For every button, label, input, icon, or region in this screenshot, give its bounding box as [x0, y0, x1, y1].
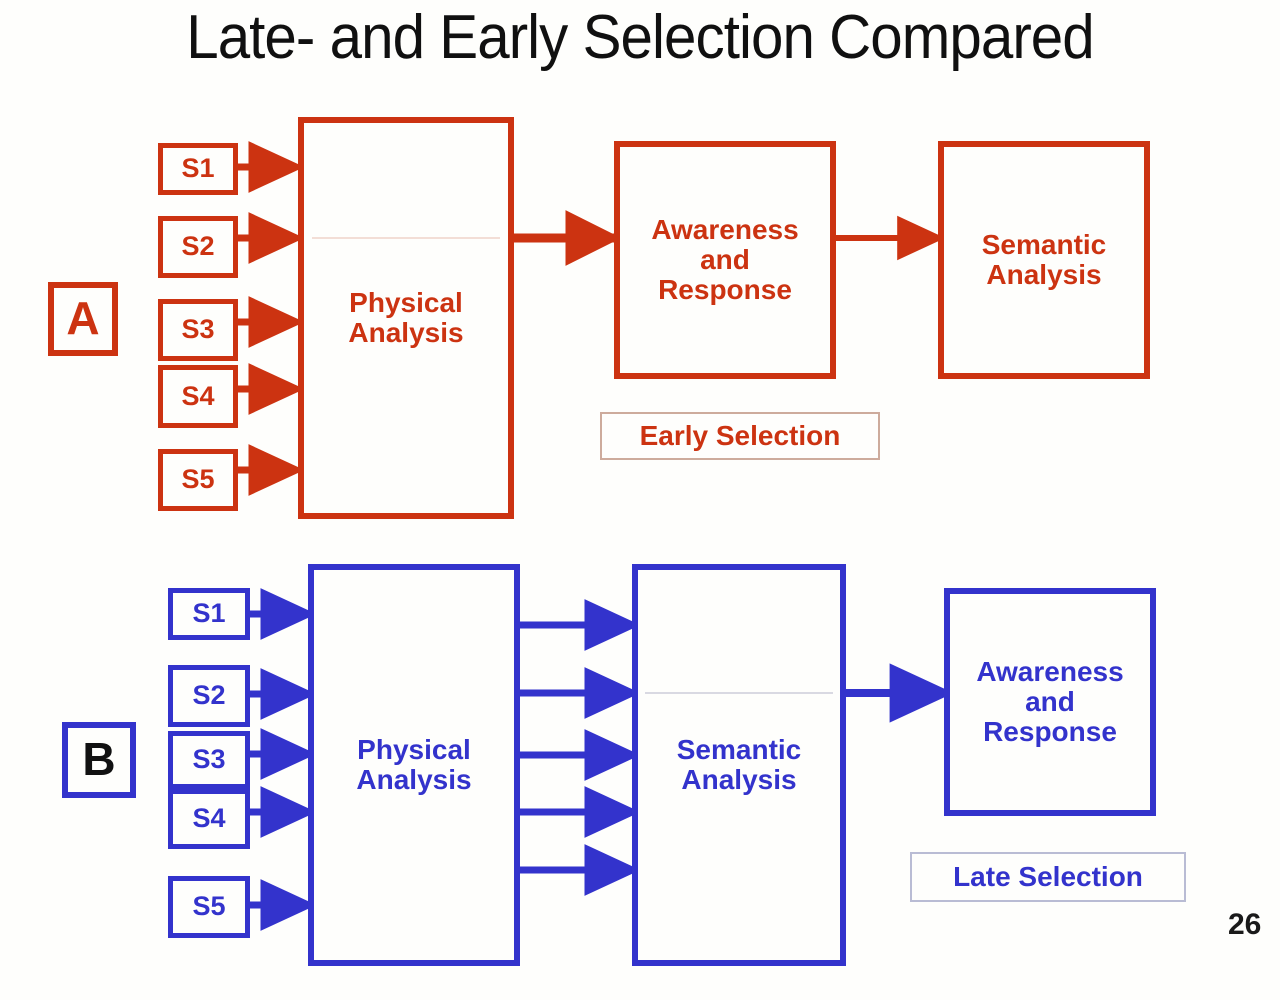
stage-line-3: Response — [658, 274, 792, 306]
panel-b-stimulus-s4: S4 — [168, 789, 250, 849]
panel-b-stimulus-s2: S2 — [168, 665, 250, 727]
panel-a-stimulus-s1: S1 — [158, 143, 238, 195]
caption-label: Early Selection — [639, 420, 841, 451]
panel-a-stage-semantic-analysis: Semantic Analysis — [938, 141, 1150, 379]
stage-line-1: Awareness — [651, 213, 799, 245]
panel-b-stimulus-s3: S3 — [168, 731, 250, 789]
panel-a-stage-awareness-response: Awareness and Response — [614, 141, 836, 379]
stage-line-2: Analysis — [356, 764, 472, 795]
panel-a-caption-early-selection: Early Selection — [600, 412, 880, 460]
panel-a-physical-artifact-line — [312, 237, 500, 239]
panel-letter-a: A — [48, 282, 118, 356]
stimulus-label: S5 — [181, 464, 215, 495]
panel-b-stage-physical-analysis: Physical Analysis — [308, 564, 520, 966]
panel-b-stimulus-s1: S1 — [168, 588, 250, 640]
panel-b-stage-semantic-analysis: Semantic Analysis — [632, 564, 846, 966]
stimulus-label: S2 — [192, 680, 226, 711]
panel-b-stage-awareness-response: Awareness and Response — [944, 588, 1156, 816]
stage-line-1: Semantic — [981, 228, 1107, 260]
stage-line-2: Analysis — [986, 259, 1102, 290]
panel-a-input-arrows — [238, 141, 305, 496]
caption-label: Late Selection — [953, 861, 1143, 892]
stimulus-label: S1 — [192, 598, 226, 629]
stage-line-1: Physical — [357, 733, 471, 765]
panel-b-physical-to-semantic-arrows — [520, 599, 641, 896]
panel-a-stage-physical-analysis: Physical Analysis — [298, 117, 514, 519]
stage-line-2: and — [1025, 685, 1075, 717]
panel-b-stimulus-s5: S5 — [168, 876, 250, 938]
stimulus-label: S4 — [181, 380, 215, 411]
page-title: Late- and Early Selection Compared — [186, 3, 1094, 72]
panel-a-stimulus-s5: S5 — [158, 449, 238, 511]
panel-b-caption-late-selection: Late Selection — [910, 852, 1186, 902]
panel-b-input-arrows — [250, 588, 317, 931]
stimulus-label: S2 — [181, 231, 215, 262]
stimulus-label: S3 — [192, 744, 226, 775]
stage-line-2: Analysis — [681, 764, 797, 795]
stage-line-2: and — [700, 243, 750, 275]
stimulus-label: S3 — [181, 314, 215, 345]
stage-line-3: Response — [983, 716, 1117, 748]
stimulus-label: S5 — [192, 891, 226, 922]
panel-a-stimulus-s2: S2 — [158, 216, 238, 278]
panel-a-stimulus-s3: S3 — [158, 299, 238, 361]
panel-letter-b-text: B — [82, 733, 116, 786]
stage-line-1: Semantic — [676, 733, 802, 765]
panel-letter-a-text: A — [66, 292, 100, 345]
stimulus-label: S4 — [192, 803, 226, 834]
panel-letter-b: B — [62, 722, 136, 798]
stimulus-label: S1 — [181, 153, 215, 184]
stage-line-1: Awareness — [976, 655, 1124, 687]
page-number: 26 — [1228, 908, 1262, 941]
panel-a-stimulus-s4: S4 — [158, 365, 238, 428]
stage-line-2: Analysis — [348, 317, 464, 348]
panel-b-semantic-artifact-line — [645, 692, 833, 694]
stage-line-1: Physical — [349, 286, 463, 318]
